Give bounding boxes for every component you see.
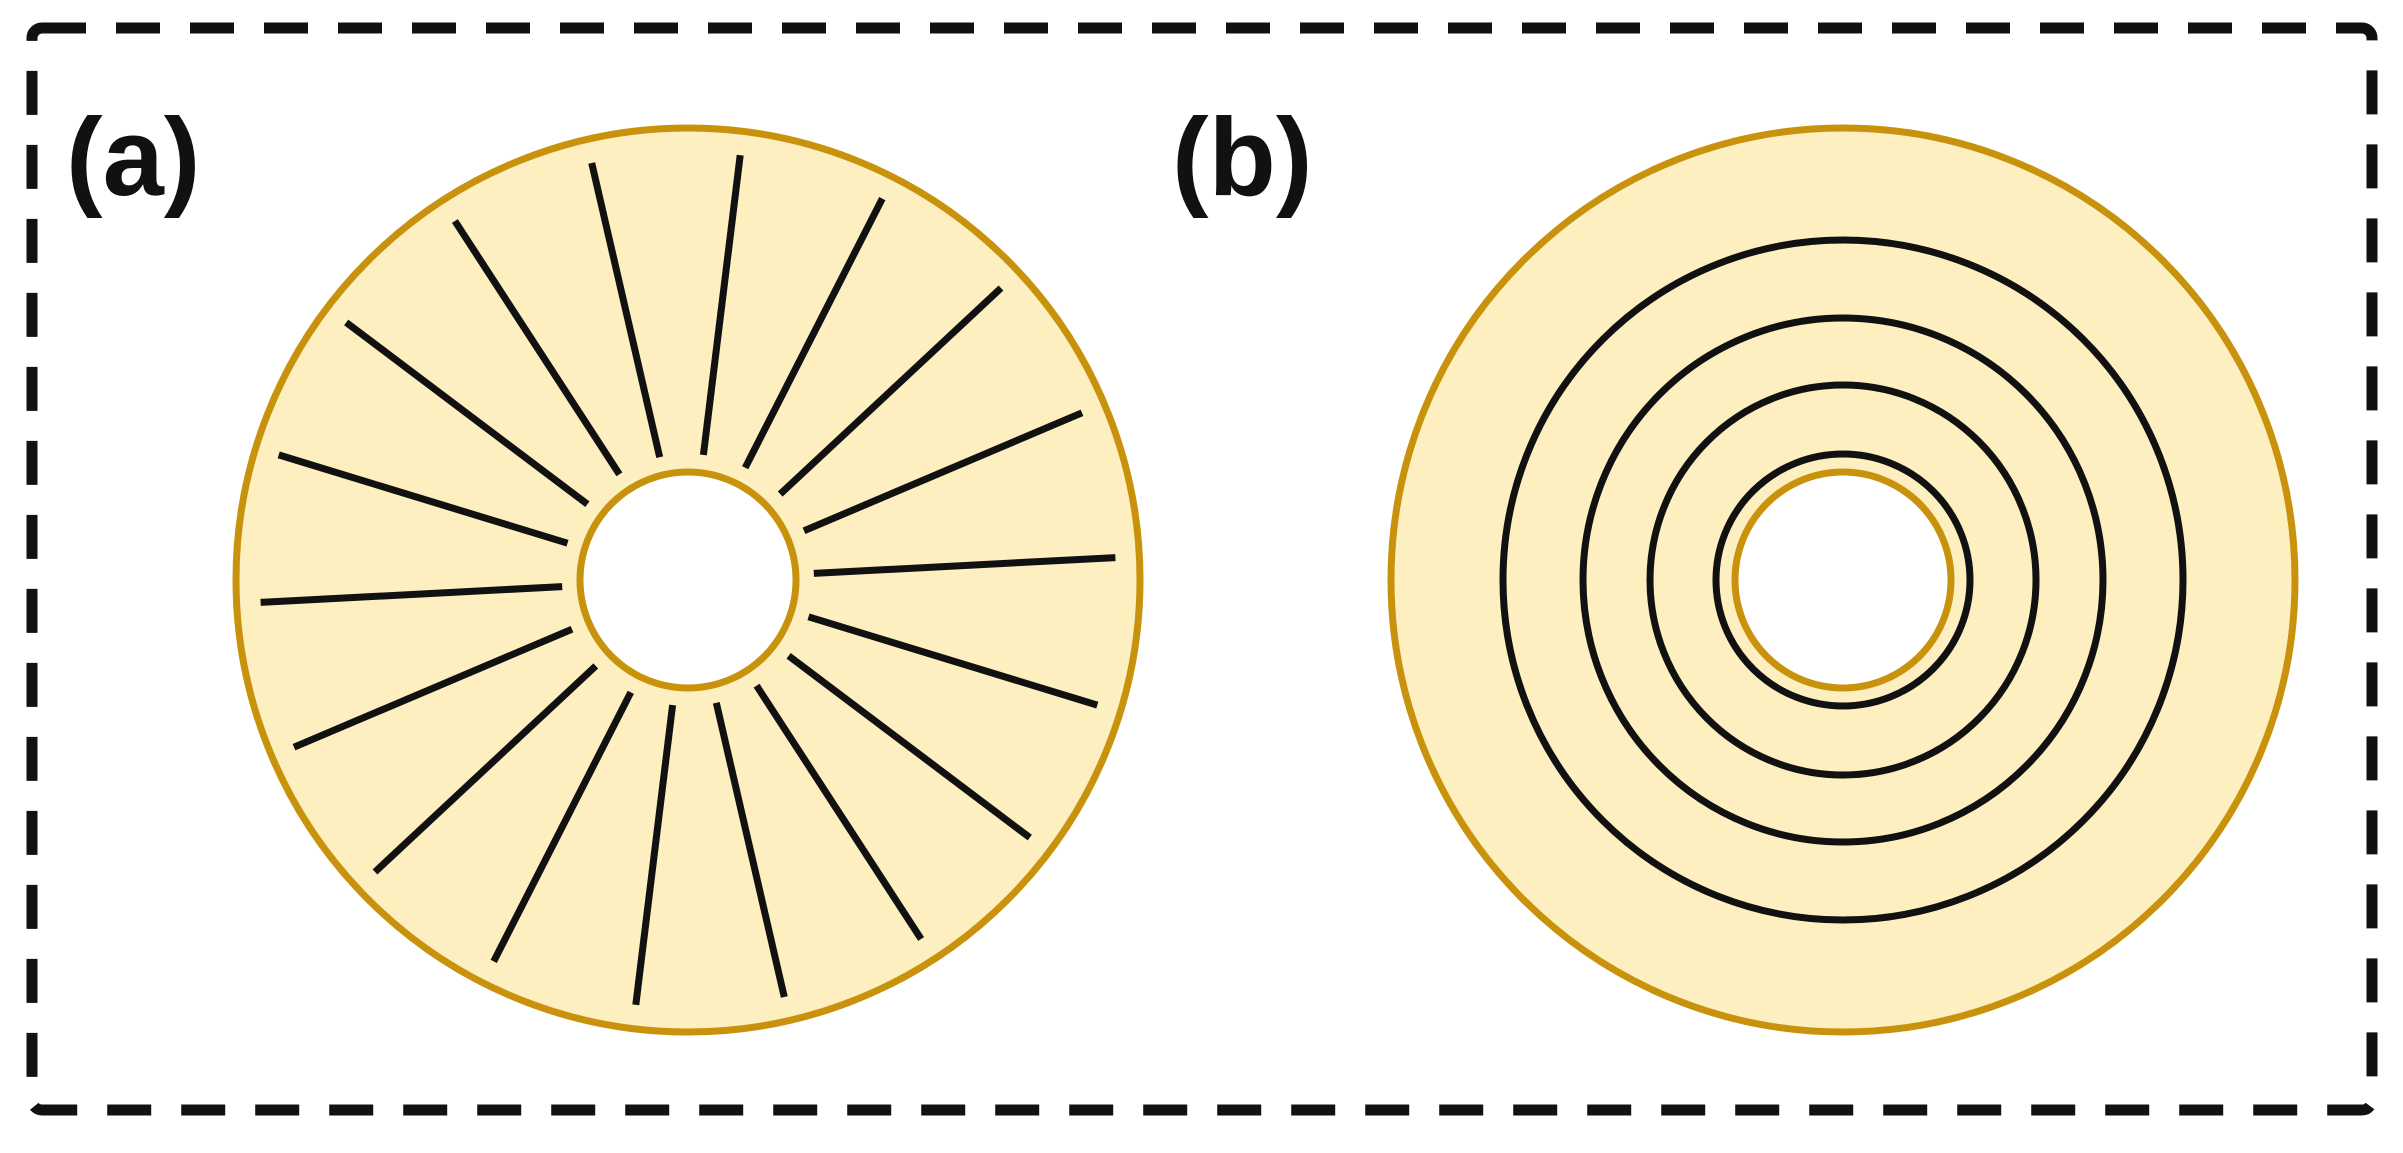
radial-line xyxy=(277,451,569,547)
concentric-ring xyxy=(1712,450,1974,710)
radial-line xyxy=(260,583,563,606)
radial-line xyxy=(712,702,788,998)
radial-line xyxy=(588,162,664,458)
radial-line xyxy=(699,154,744,456)
radial-line xyxy=(292,625,574,751)
radial-line xyxy=(372,663,599,875)
concentric-ring xyxy=(1579,314,2107,846)
radial-line xyxy=(490,690,634,963)
concentric-ring xyxy=(1646,381,2040,779)
radial-line xyxy=(777,285,1004,497)
radial-line xyxy=(742,197,886,470)
radial-line xyxy=(813,554,1116,577)
radial-line xyxy=(786,653,1032,841)
concentric-ring xyxy=(1499,236,2187,924)
radial-line xyxy=(753,683,925,941)
panel-a-inner-hole xyxy=(576,468,800,692)
panel-b: (b) xyxy=(1172,96,2299,1036)
panel-a-label: (a) xyxy=(66,96,200,219)
panel-b-concentric-rings xyxy=(1499,236,2187,924)
radial-line xyxy=(344,319,590,507)
radial-line xyxy=(802,409,1084,535)
panel-a: (a) xyxy=(66,96,1144,1036)
panel-b-inner-hole xyxy=(1731,468,1955,692)
radial-line xyxy=(451,219,623,477)
panel-a-radial-lines xyxy=(260,154,1116,1006)
radial-line xyxy=(632,704,677,1006)
radial-line xyxy=(807,613,1099,709)
panel-b-label: (b) xyxy=(1172,96,1312,219)
